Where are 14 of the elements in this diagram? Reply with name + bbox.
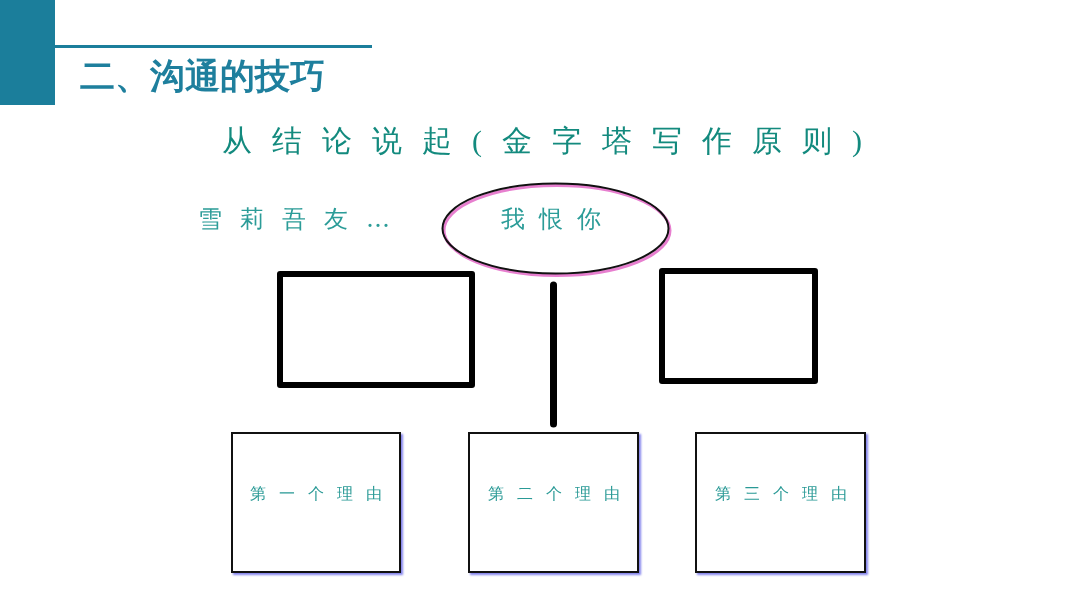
reason-text: 第一个理由 (249, 482, 395, 505)
reason-box (231, 432, 401, 573)
reason-text: 第二个理由 (486, 482, 633, 505)
empty-box (659, 268, 818, 384)
main-point-text: 我恨你 (500, 204, 615, 235)
connector-line (550, 281, 557, 428)
ellipse-node (440, 181, 672, 277)
greeting-text: 雪莉吾友… (198, 204, 408, 235)
empty-box (277, 271, 475, 388)
reason-box (468, 432, 639, 573)
slide-title: 二、沟通的技巧 (80, 55, 325, 98)
reason-box (695, 432, 866, 573)
reason-text: 第三个理由 (713, 482, 860, 505)
subtitle: 从结论说起(金字塔写作原则) (222, 123, 882, 159)
